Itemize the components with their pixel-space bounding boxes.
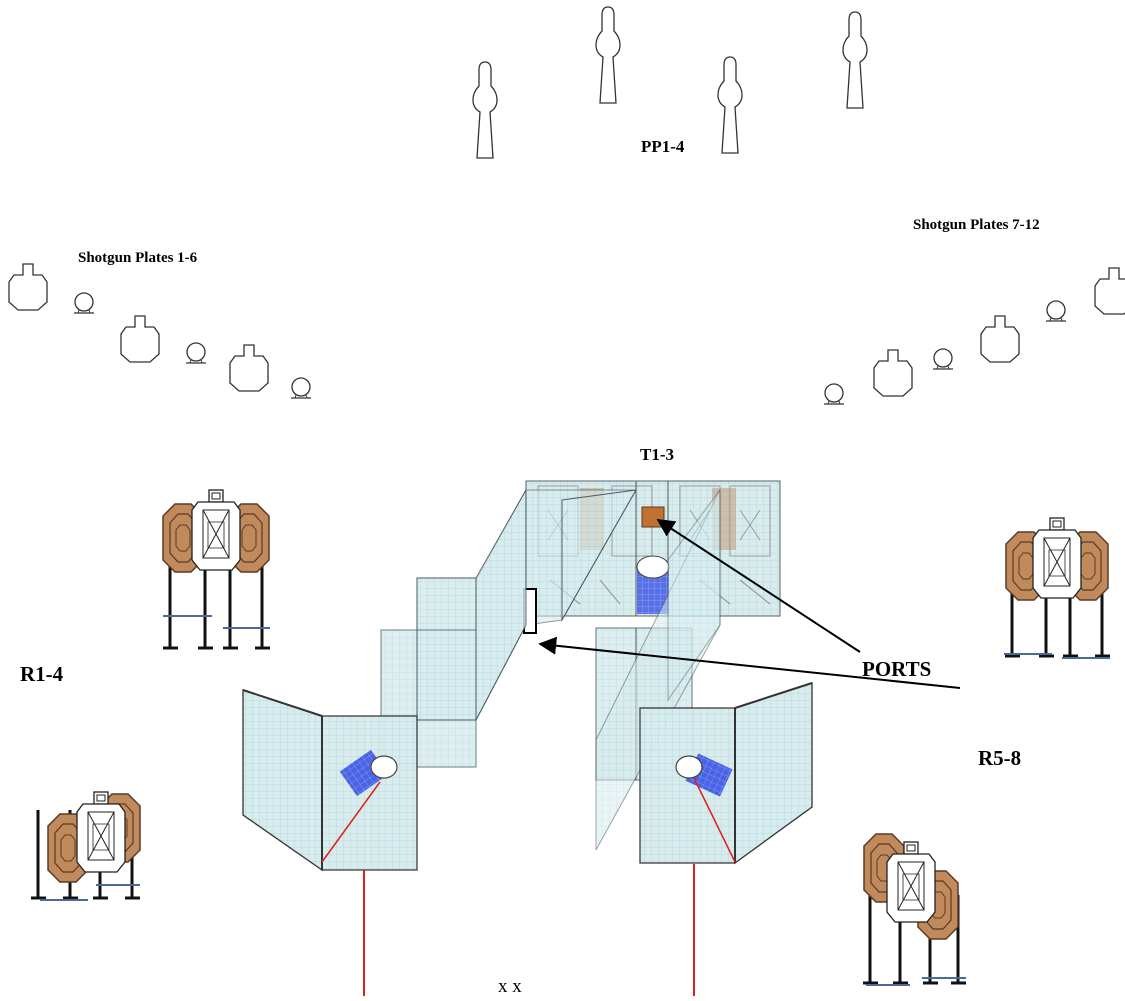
shotgun-plates-left bbox=[8, 263, 312, 399]
fault-line bbox=[321, 781, 381, 863]
shotgun-plate-7 bbox=[823, 383, 845, 405]
port-arrow bbox=[656, 519, 861, 653]
label-pepper-poppers: PP1-4 bbox=[641, 137, 685, 156]
rifle-targets-right-bottom bbox=[861, 833, 968, 986]
popper-target-4 bbox=[842, 11, 868, 109]
shotgun-plate-9 bbox=[932, 348, 954, 370]
shotgun-plate-4 bbox=[185, 342, 207, 364]
shotgun-plate-10 bbox=[980, 315, 1020, 363]
shotgun-plate-3 bbox=[120, 315, 160, 363]
rifle-targets-right-top bbox=[1003, 517, 1112, 659]
label-ports: PORTS bbox=[862, 657, 931, 681]
pepper-poppers bbox=[472, 6, 868, 159]
port-opening bbox=[641, 506, 665, 528]
label-rifle-left: R1-4 bbox=[20, 662, 64, 686]
shotgun-plate-5 bbox=[229, 344, 269, 392]
shotgun-plate-12 bbox=[1094, 267, 1125, 315]
shotgun-plate-11 bbox=[1045, 300, 1067, 322]
shotgun-plate-2 bbox=[73, 292, 95, 314]
label-shotgun-plates-left: Shotgun Plates 1-6 bbox=[78, 250, 198, 266]
popper-target-3 bbox=[717, 56, 743, 154]
port-arrow bbox=[538, 636, 961, 689]
left-wall-structure bbox=[242, 488, 637, 996]
rifle-target bbox=[191, 489, 241, 571]
shotgun-plate-6 bbox=[290, 377, 312, 399]
label-t-targets: T1-3 bbox=[640, 445, 674, 464]
shotgun-plates-right bbox=[823, 267, 1125, 405]
label-rifle-right: R5-8 bbox=[978, 746, 1021, 770]
rifle-targets-left-bottom bbox=[29, 791, 142, 901]
popper-target-1 bbox=[472, 61, 498, 159]
shotgun-plate-8 bbox=[873, 349, 913, 397]
right-wall-structure bbox=[595, 488, 813, 996]
rifle-targets-left-top bbox=[161, 489, 272, 650]
shotgun-plate-1 bbox=[8, 263, 48, 311]
popper-target-2 bbox=[595, 6, 621, 104]
fault-line bbox=[693, 777, 736, 863]
label-shotgun-plates-right: Shotgun Plates 7-12 bbox=[913, 217, 1040, 233]
ports-callout bbox=[538, 519, 961, 689]
rifle-target bbox=[886, 841, 936, 923]
label-start-marks: x x bbox=[498, 976, 522, 996]
rifle-target bbox=[76, 791, 126, 873]
rifle-target bbox=[1032, 517, 1082, 599]
